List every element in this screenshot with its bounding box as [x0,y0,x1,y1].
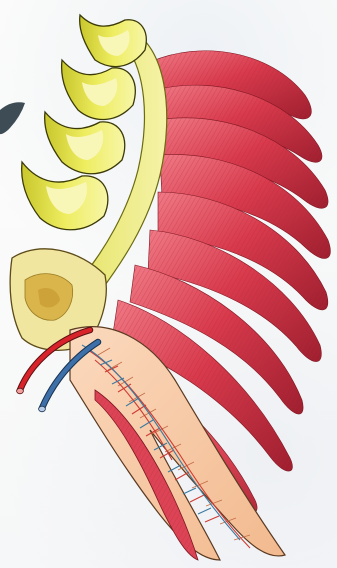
afferent-vessel-opening [17,388,24,394]
efferent-vessel-opening [39,406,46,412]
left-edge-dark-shape [0,102,25,134]
gill-rakers [22,15,147,230]
